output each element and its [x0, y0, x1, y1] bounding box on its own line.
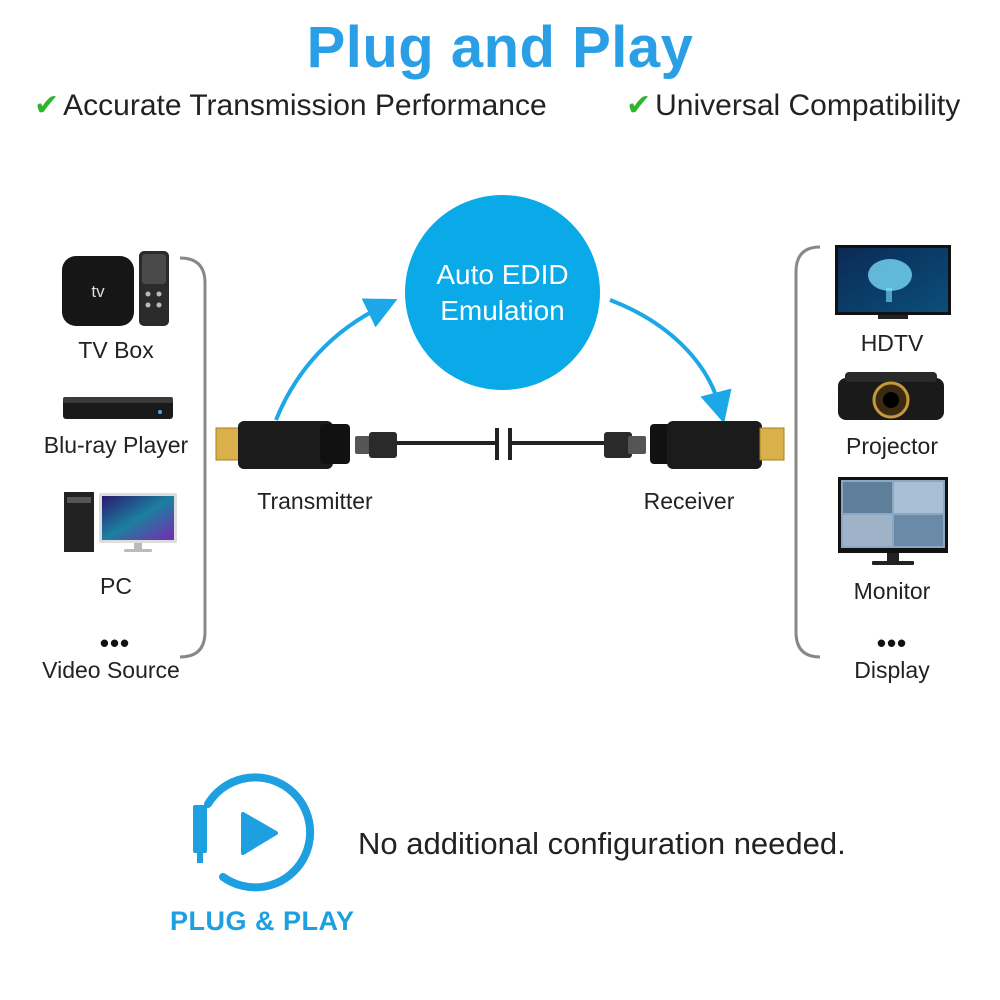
hdmi-transmitter-icon: [215, 421, 397, 469]
bubble-line2: Emulation: [440, 294, 565, 326]
feature-accurate-transmission: ✔ Accurate Transmission Performance: [34, 88, 547, 123]
plug-play-label: PLUG & PLAY: [170, 906, 355, 936]
feature-label: Accurate Transmission Performance: [63, 88, 547, 122]
source-group-label: Video Source: [42, 657, 180, 683]
arrow-from-edid: [609, 298, 732, 424]
feature-label: Universal Compatibility: [655, 88, 961, 122]
source-tv-box-label: TV Box: [78, 337, 154, 363]
feature-universal-compatibility: ✔ Universal Compatibility: [626, 88, 960, 123]
display-more-dots: •••: [876, 628, 908, 658]
source-blu-ray-label: Blu-ray Player: [43, 432, 189, 458]
config-note: No additional configuration needed.: [358, 826, 846, 861]
bubble-line1: Auto EDID: [436, 258, 569, 290]
page-title: Plug and Play: [306, 15, 694, 80]
hdmi-receiver-icon: [604, 421, 785, 469]
play-icon: [193, 773, 315, 892]
transmitter-label: Transmitter: [257, 488, 373, 514]
display-projector-label: Projector: [845, 433, 939, 459]
receiver-label: Receiver: [643, 488, 735, 514]
source-pc-label: PC: [100, 573, 132, 599]
arrow-to-edid: [274, 298, 398, 421]
tv-box-logo: tv: [91, 282, 105, 301]
check-icon: ✔: [626, 89, 652, 122]
monitor-icon: [838, 477, 948, 565]
display-bracket: [794, 245, 821, 659]
source-more-dots: •••: [99, 628, 131, 658]
check-icon: ✔: [34, 89, 60, 122]
auto-edid-bubble: Auto EDID Emulation: [405, 195, 600, 390]
hdtv-icon: [835, 245, 951, 319]
tv-box-icon: [62, 251, 169, 326]
display-group-label: Display: [854, 657, 930, 683]
display-monitor-label: Monitor: [853, 578, 931, 604]
projector-icon: [838, 372, 944, 420]
display-hdtv-label: HDTV: [860, 330, 924, 356]
blu-ray-player-icon: [63, 397, 173, 419]
source-bracket: [179, 256, 207, 659]
pc-icon: [64, 492, 177, 552]
cable: [395, 428, 605, 460]
